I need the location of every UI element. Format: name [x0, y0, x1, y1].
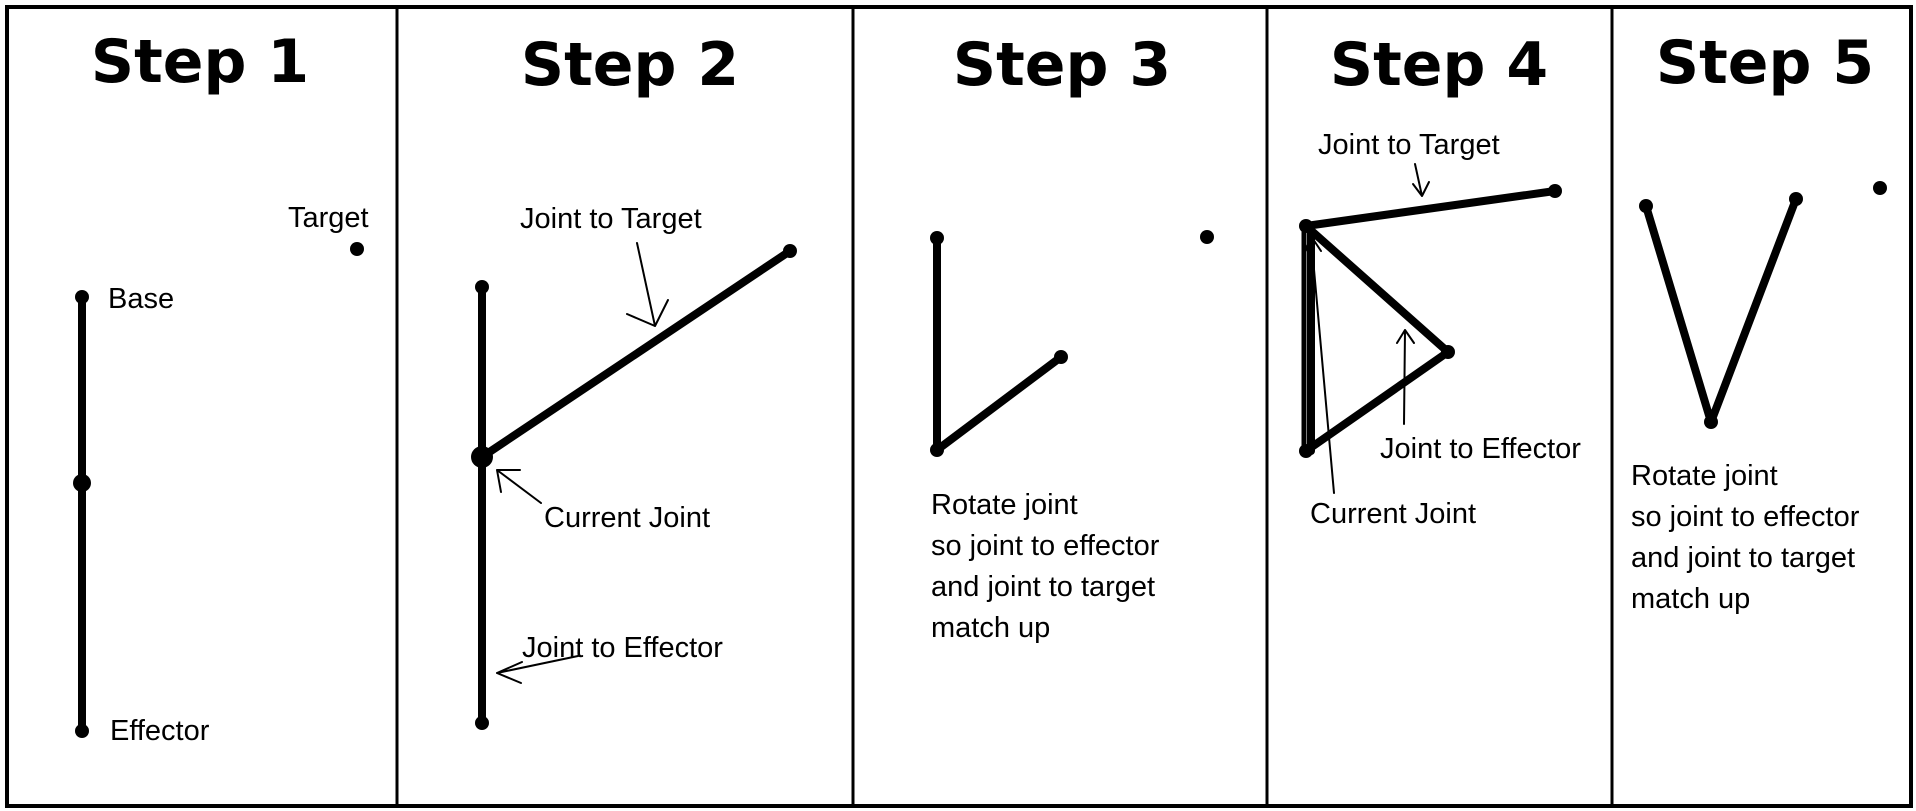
step-4-joint-to-effector-arrow	[1396, 329, 1415, 425]
step-4-title: Step 4	[1330, 30, 1548, 100]
step-2-joint-to-effector-arrow	[496, 655, 579, 684]
step-4-base-point	[1299, 444, 1313, 458]
panel-step-1: Step 1 Target Base Effector	[73, 27, 369, 747]
step-4-effector-point	[1441, 345, 1455, 359]
step-4-joint-to-effector-label: Joint to Effector	[1380, 433, 1581, 465]
step-1-base-point	[75, 290, 89, 304]
panel-step-2: Step 2 Joint to Target Current Joint Joi…	[471, 30, 797, 730]
step-4-joint-to-target-line	[1302, 187, 1559, 230]
step-4-target-point	[1548, 184, 1562, 198]
step-4-joint-to-effector-line	[1302, 222, 1452, 356]
step-3-caption-line-1: Rotate joint	[931, 489, 1078, 521]
step-5-caption-line-4: match up	[1631, 583, 1750, 615]
step-1-target-label: Target	[288, 202, 369, 234]
step-2-joint-to-target-label: Joint to Target	[520, 203, 702, 235]
step-4-current-joint-label: Current Joint	[1310, 498, 1476, 530]
step-3-arm-lower	[933, 353, 1065, 454]
step-3-joint-point	[930, 443, 944, 457]
step-5-target-point	[1873, 181, 1887, 195]
step-3-caption-line-2: so joint to effector	[931, 530, 1160, 562]
step-3-effector-point	[1054, 350, 1068, 364]
step-1-base-label: Base	[108, 283, 174, 315]
step-5-caption-line-2: so joint to effector	[1631, 501, 1860, 533]
step-2-current-joint-label: Current Joint	[544, 502, 710, 534]
step-2-joint-to-target-line	[478, 247, 794, 461]
step-3-target-point	[1200, 230, 1214, 244]
step-5-arm-right	[1707, 195, 1800, 426]
step-3-base-point	[930, 231, 944, 245]
step-5-caption-line-3: and joint to target	[1631, 542, 1855, 574]
step-2-target-point	[783, 244, 797, 258]
panel-step-5: Step 5 Rotate joint so joint to effector…	[1631, 28, 1887, 615]
step-1-title: Step 1	[91, 27, 309, 97]
panel-step-4: Step 4 Joint to Target Joint to Effector…	[1299, 30, 1581, 530]
step-1-effector-point	[75, 724, 89, 738]
step-5-title: Step 5	[1656, 28, 1874, 98]
step-5-caption-line-1: Rotate joint	[1631, 460, 1778, 492]
step-5-effector-point	[1789, 192, 1803, 206]
step-5-base-point	[1639, 199, 1653, 213]
step-2-joint-to-effector-label: Joint to Effector	[522, 632, 723, 664]
step-3-caption-line-3: and joint to target	[931, 571, 1155, 603]
step-4-current-joint-arrow	[1304, 235, 1335, 494]
step-2-current-joint-point	[471, 446, 493, 468]
step-4-current-joint-point	[1299, 219, 1313, 233]
step-4-joint-to-target-label: Joint to Target	[1318, 129, 1500, 161]
outer-frame	[5, 5, 1913, 808]
step-2-title: Step 2	[521, 30, 739, 100]
step-3-caption-line-4: match up	[931, 612, 1050, 644]
step-5-joint-point	[1704, 415, 1718, 429]
step-2-base-point	[475, 280, 489, 294]
step-2-effector-point	[475, 716, 489, 730]
step-1-joint-point	[73, 474, 91, 492]
step-1-target-point	[350, 242, 364, 256]
step-4-joint-to-target-arrow	[1412, 163, 1430, 197]
step-2-current-joint-arrow	[496, 469, 542, 504]
step-2-joint-to-target-arrow	[626, 242, 669, 327]
panel-step-3: Step 3 Rotate joint so joint to effector…	[930, 30, 1214, 644]
step-1-effector-label: Effector	[110, 715, 210, 747]
step-3-title: Step 3	[953, 30, 1171, 100]
step-5-arm-left	[1642, 202, 1715, 426]
